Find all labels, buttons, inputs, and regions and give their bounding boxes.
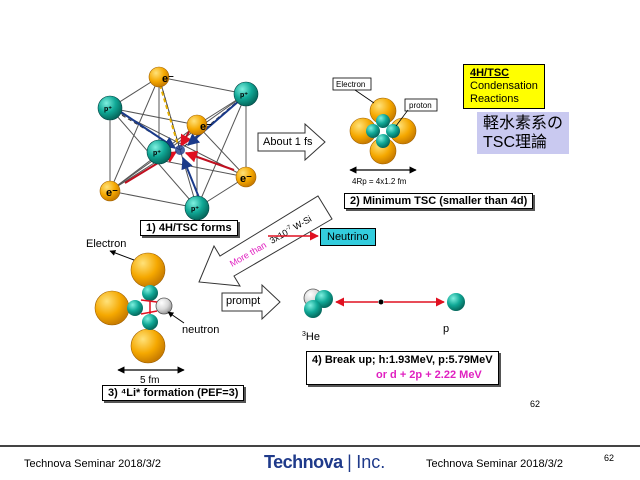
neutrino-box: Neutrino xyxy=(320,228,376,246)
lattice-electron-top xyxy=(148,66,170,88)
lattice-proton-right xyxy=(233,81,259,107)
li4-cluster xyxy=(94,252,173,364)
min-tsc-cluster xyxy=(349,97,417,165)
breakup-proton xyxy=(447,293,465,311)
neutron-label: neutron xyxy=(182,324,219,336)
label-e-left: e⁻ xyxy=(106,187,118,199)
prompt-label: prompt xyxy=(226,295,261,307)
lattice-electron-mid xyxy=(186,114,208,136)
breakup-center-dot xyxy=(378,299,384,305)
tsc-condensation-line2: Reactions xyxy=(470,93,519,105)
breakup-line1: 4) Break up; h:1.93MeV, p:5.79MeV xyxy=(312,354,493,366)
japanese-title-box: 軽水素系の TSC理論 xyxy=(477,112,570,154)
lattice-proton-center xyxy=(146,139,172,165)
japanese-title-line1: 軽水素系の xyxy=(483,115,564,132)
label-e-right: e⁻ xyxy=(240,173,252,185)
footer-logo: Technova | Inc. xyxy=(264,452,385,473)
size-4rp-label: 4Rp = 4x1.2 fm xyxy=(352,177,407,186)
electron-left-label: Electron xyxy=(86,238,126,250)
label-p-center: p⁺ xyxy=(153,150,161,157)
diagonal-block-arrow xyxy=(198,195,333,287)
inner-page-number: 62 xyxy=(530,399,540,409)
prompt-arrow xyxy=(221,283,281,321)
box-breakup: 4) Break up; h:1.93MeV, p:5.79MeV or d +… xyxy=(306,351,499,385)
more-than-text: More than 3x10-7 W-Si xyxy=(228,214,313,269)
footer-left-text: Technova Seminar 2018/3/2 xyxy=(24,458,161,470)
proton-callout-label: proton xyxy=(409,101,432,110)
logo-main: Technova xyxy=(264,452,343,472)
japanese-title-line2: TSC理論 xyxy=(483,134,548,151)
p-label: p xyxy=(443,323,449,335)
logo-separator: | xyxy=(347,452,352,472)
lattice-electron-left xyxy=(99,180,121,202)
label-p-right: p⁺ xyxy=(240,92,248,99)
tsc-condensation-line1: Condensation xyxy=(470,80,538,92)
footer-right-text: Technova Seminar 2018/3/2 xyxy=(426,458,563,470)
footer-page-number: 62 xyxy=(604,453,615,463)
box-li4-formation: 3) ⁴Li* formation (PEF=3) xyxy=(102,385,245,401)
label-e-mid: e⁻ xyxy=(200,121,212,133)
he3-cluster xyxy=(303,288,333,318)
lattice-electron-right xyxy=(235,166,257,188)
label-p-bottom: p⁺ xyxy=(191,206,199,213)
label-p-left: p⁺ xyxy=(104,106,112,113)
box-4h-tsc-forms: 1) 4H/TSC forms xyxy=(140,220,238,236)
label-e-top: e⁻ xyxy=(162,73,174,85)
electron-callout-box xyxy=(332,77,372,91)
breakup-line2: or d + 2p + 2.22 MeV xyxy=(376,369,482,381)
box-minimum-tsc: 2) Minimum TSC (smaller than 4d) xyxy=(344,193,534,209)
logo-inc: Inc. xyxy=(356,452,386,472)
about-1fs-arrow xyxy=(257,122,326,162)
about-1fs-label: About 1 fs xyxy=(263,136,313,148)
proton-callout-box xyxy=(404,98,438,112)
he3-label: 3He xyxy=(302,331,320,343)
lattice-proton-left xyxy=(97,95,123,121)
electron-callout-label: Electron xyxy=(336,80,365,89)
tsc-condensation-box: 4H/TSC Condensation Reactions xyxy=(463,64,545,109)
tsc-condensation-title: 4H/TSC xyxy=(470,67,510,79)
tsc-lattice xyxy=(108,76,248,209)
five-fm-label: 5 fm xyxy=(140,375,159,386)
